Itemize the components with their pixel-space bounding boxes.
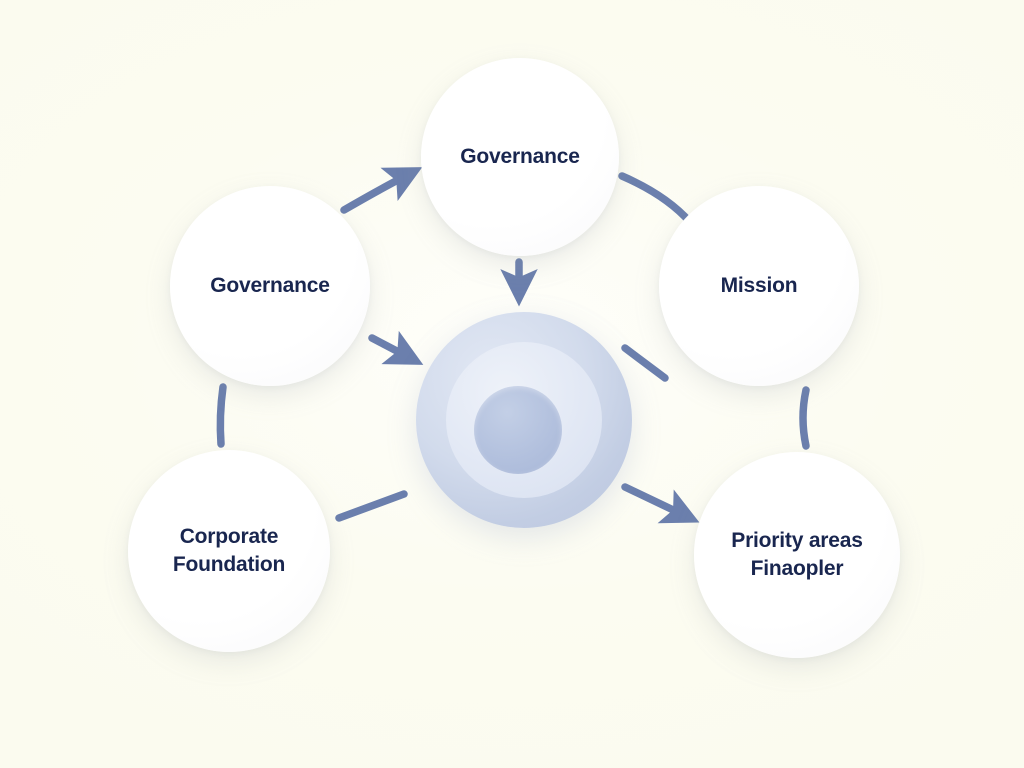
node-label: Corporate Foundation — [172, 525, 286, 576]
connector-left-to-top — [340, 167, 423, 214]
node-priority-areas[interactable]: Priority areas Finaopler — [694, 452, 900, 658]
connector-left-to-bottom-left — [216, 383, 227, 448]
hub-core — [474, 386, 562, 474]
node-corporate-foundation[interactable]: Corporate Foundation — [128, 450, 330, 652]
node-label: Mission — [720, 274, 798, 298]
connector-top-to-right — [618, 172, 694, 226]
connector-right-to-bottom-right — [799, 386, 810, 450]
node-label: Governance — [210, 274, 330, 298]
node-governance-left[interactable]: Governance — [170, 186, 370, 386]
connector-left-to-hub — [368, 330, 424, 365]
node-mission[interactable]: Mission — [659, 186, 859, 386]
node-governance-top[interactable]: Governance — [421, 58, 619, 256]
node-label: Governance — [460, 145, 580, 169]
connector-hub-to-right — [621, 344, 669, 382]
connector-bottom-left-to-hub — [335, 490, 408, 522]
node-label: Priority areas Finaopler — [731, 529, 863, 580]
connector-hub-to-bottom-right — [621, 483, 700, 524]
